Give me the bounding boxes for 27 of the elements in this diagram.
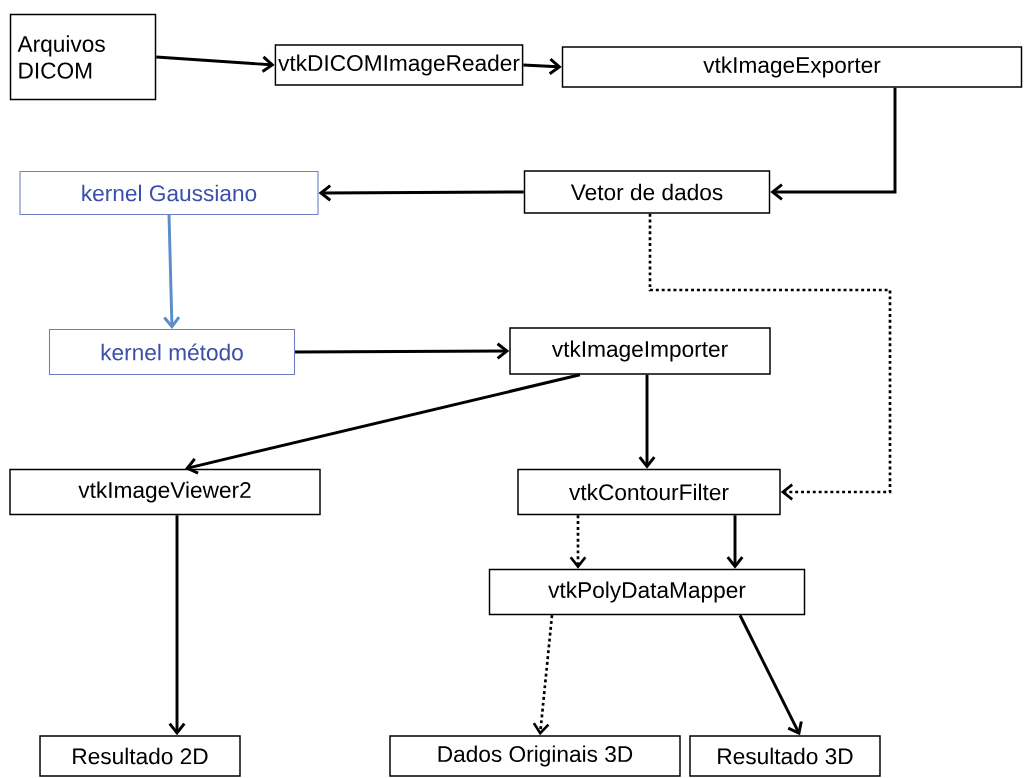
arrow <box>523 57 562 75</box>
arrow <box>569 515 587 569</box>
process-box: Resultado 2D <box>39 735 241 777</box>
kernel-box: kernel Gaussiano <box>19 170 319 216</box>
arrow <box>770 87 897 201</box>
process-box: vtkContourFilter <box>517 468 781 516</box>
kernel-box: kernel método <box>48 328 296 376</box>
arrow <box>726 515 744 569</box>
process-box: vtkDICOMImageReader <box>274 44 524 86</box>
process-box: vtkPolyDataMapper <box>488 568 806 616</box>
process-box: vtkImageExporter <box>561 46 1023 88</box>
arrow <box>185 373 581 475</box>
arrow <box>532 615 554 736</box>
process-box: vtkImageViewer2 <box>9 468 321 516</box>
arrow <box>156 55 275 73</box>
arrow <box>738 614 803 736</box>
process-box: Dados Originais 3D <box>389 735 681 777</box>
arrow <box>648 213 892 501</box>
process-box: vtkImageImporter <box>509 327 771 375</box>
arrow <box>295 342 510 360</box>
arrow <box>168 515 186 736</box>
arrow <box>163 215 181 329</box>
process-box: Resultado 3D <box>689 735 881 777</box>
arrow <box>638 374 656 469</box>
process-box: Vetor de dados <box>523 170 771 214</box>
process-box: Arquivos DICOM <box>9 13 157 101</box>
arrow <box>318 184 524 202</box>
